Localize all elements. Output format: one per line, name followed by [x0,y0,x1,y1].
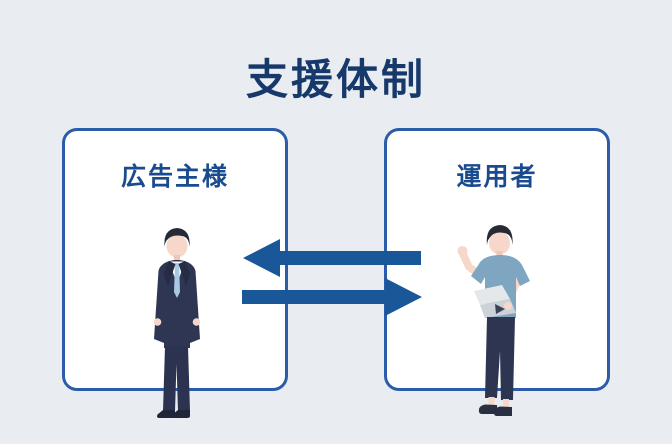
shoe-right [172,410,190,418]
laptop-screen [474,285,510,305]
neck [174,255,180,262]
operator-label: 運用者 [456,163,538,191]
pants [485,317,515,400]
hand [504,302,512,310]
operator-illustration [457,225,530,416]
advertiser-label: 広告主様 [120,163,229,191]
fist [457,246,468,256]
businessman-illustration [153,228,201,418]
ankle-right [503,399,509,408]
trousers [163,346,190,411]
sneaker-right [493,406,512,416]
sneaker-left [478,404,497,414]
hand-right [192,318,201,326]
hand-left [153,318,162,326]
shoe-left [157,410,175,418]
suit-jacket [154,260,200,348]
face [489,231,510,255]
page-title: 支援体制 [245,56,426,103]
tie [174,263,180,298]
play-icon [495,304,505,314]
hair [164,228,190,247]
ankle-left [488,397,495,406]
neck [496,251,503,258]
hair [486,225,513,245]
lapel-right [178,261,191,286]
face [166,234,188,258]
lapel-left [163,261,176,286]
